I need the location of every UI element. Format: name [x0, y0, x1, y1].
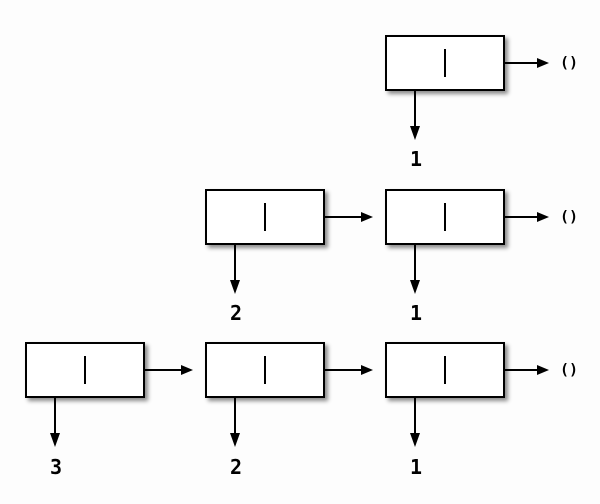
- cell-divider: [84, 356, 86, 384]
- right-arrowhead-icon: [181, 365, 193, 375]
- car-arrow-line: [414, 398, 416, 433]
- down-arrowhead-icon: [50, 433, 60, 447]
- down-arrowhead-icon: [410, 280, 420, 294]
- cdr-arrow-line: [325, 369, 361, 371]
- right-arrowhead-icon: [361, 212, 373, 222]
- down-arrowhead-icon: [410, 126, 420, 140]
- right-arrowhead-icon: [537, 58, 549, 68]
- cell-divider: [264, 203, 266, 231]
- cons-cell: [385, 35, 505, 91]
- cell-divider: [264, 356, 266, 384]
- down-arrowhead-icon: [410, 433, 420, 447]
- cdr-arrow-line: [145, 369, 181, 371]
- cons-cell: [385, 342, 505, 398]
- nil-label: (): [559, 53, 579, 72]
- cons-cell: [205, 189, 325, 245]
- cell-divider: [444, 203, 446, 231]
- cdr-arrow-line: [505, 62, 537, 64]
- cdr-arrow-line: [325, 216, 361, 218]
- car-value-label: 3: [49, 455, 63, 479]
- car-value-label: 2: [229, 301, 243, 325]
- cons-cell: [205, 342, 325, 398]
- car-value-label: 2: [229, 455, 243, 479]
- car-arrow-line: [54, 398, 56, 433]
- car-value-label: 1: [409, 147, 423, 171]
- car-arrow-line: [414, 91, 416, 126]
- nil-label: (): [559, 360, 579, 379]
- down-arrowhead-icon: [230, 280, 240, 294]
- cdr-arrow-line: [505, 216, 537, 218]
- car-value-label: 1: [409, 455, 423, 479]
- cons-cell: [25, 342, 145, 398]
- car-arrow-line: [234, 245, 236, 280]
- right-arrowhead-icon: [537, 365, 549, 375]
- car-arrow-line: [234, 398, 236, 433]
- right-arrowhead-icon: [361, 365, 373, 375]
- cdr-arrow-line: [505, 369, 537, 371]
- nil-label: (): [559, 207, 579, 226]
- cons-cell: [385, 189, 505, 245]
- down-arrowhead-icon: [230, 433, 240, 447]
- right-arrowhead-icon: [537, 212, 549, 222]
- car-arrow-line: [414, 245, 416, 280]
- cell-divider: [444, 49, 446, 77]
- cell-divider: [444, 356, 446, 384]
- car-value-label: 1: [409, 301, 423, 325]
